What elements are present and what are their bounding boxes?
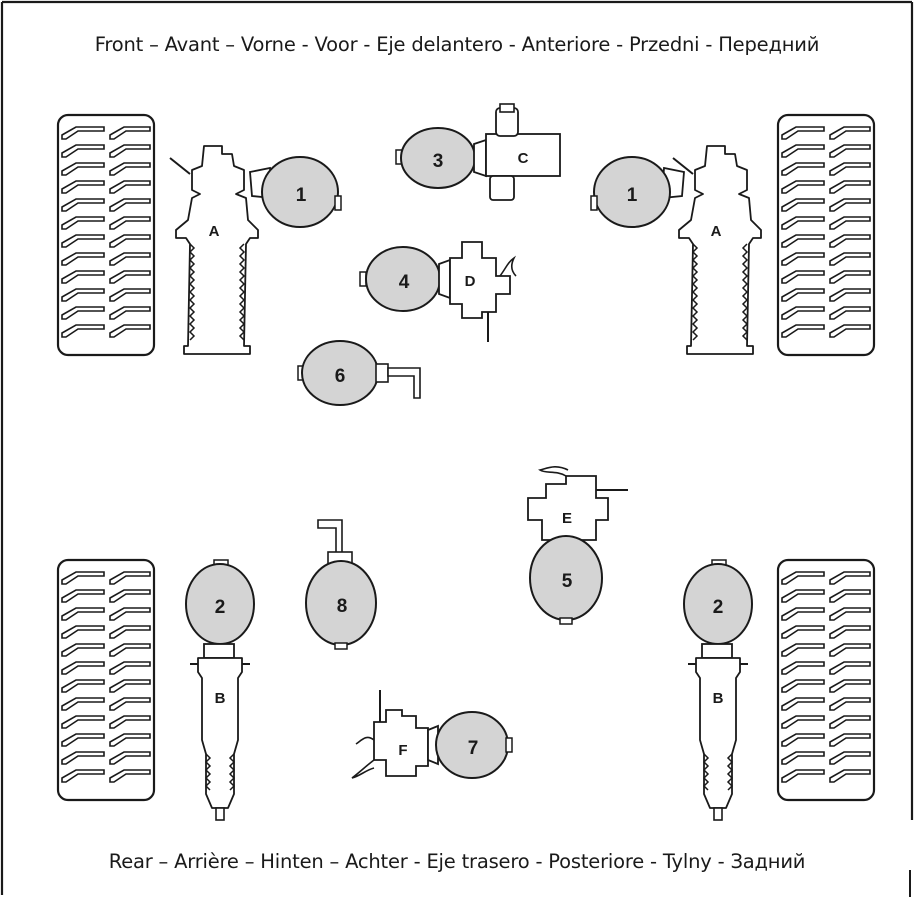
caption-front: Front – Avant – Vorne - Voor - Eje delan… [94,33,820,56]
bulb-number: 2 [713,597,724,618]
bulb-number: 8 [337,596,348,617]
bulb-4-fitting-d: 4 D [359,241,517,342]
component-label: C [518,150,529,167]
bulb-6: 6 [297,340,421,406]
bulb-number: 6 [335,366,346,387]
tire-front-right [778,115,874,355]
bulb-number: 1 [296,185,307,206]
bulb-7-fitting-f: 7 F [351,690,513,779]
valve-rear-left: 2 B [185,559,255,821]
component-label: D [465,273,476,290]
component-label: B [713,690,724,707]
bulb-number: 4 [399,272,410,293]
bulb-3-fitting-c: 3 C [395,103,561,201]
component-label: B [215,690,226,707]
bulb-number: 3 [433,151,444,172]
bulb-number: 5 [562,571,573,592]
caption-rear: Rear – Arrière – Hinten – Achter - Eje t… [108,850,806,873]
component-label: E [562,510,572,527]
strut-front-left: 1 A [169,145,342,355]
tire-rear-right [778,560,874,800]
bulb-5-fitting-e: 5 E [527,466,628,625]
bulb-number: 7 [468,738,479,759]
tire-rear-left [58,560,154,800]
component-label: F [398,742,407,759]
component-label: A [209,223,220,240]
bulb-number: 1 [627,185,638,206]
bulb-number: 2 [215,597,226,618]
valve-rear-right: 2 B [683,559,753,821]
tire-front-left [58,115,154,355]
bulb-8: 8 [305,519,377,650]
component-label: A [711,223,722,240]
strut-front-right: 1 A [590,145,762,355]
